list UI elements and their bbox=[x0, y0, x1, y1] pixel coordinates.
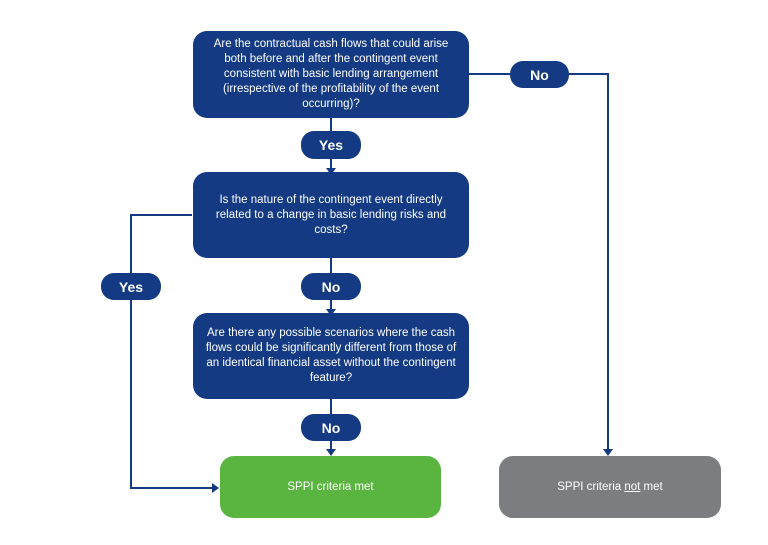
outcome-sppi-met: SPPI criteria met bbox=[220, 456, 441, 518]
outcome-sppi-not-met: SPPI criteria not met bbox=[499, 456, 721, 518]
not-met-emphasis: not bbox=[624, 480, 641, 493]
no-label-q1: No bbox=[510, 61, 569, 88]
yes-label-q2: Yes bbox=[101, 273, 161, 300]
yes-label-q1: Yes bbox=[301, 131, 361, 159]
not-met-suffix: met bbox=[640, 480, 663, 493]
not-met-prefix: SPPI criteria bbox=[557, 480, 625, 493]
no-label-q3: No bbox=[301, 414, 361, 441]
question-contractual-cash-flows: Are the contractual cash flows that coul… bbox=[193, 31, 469, 118]
no-label-q2: No bbox=[301, 273, 361, 300]
question-contingent-event-nature: Is the nature of the contingent event di… bbox=[193, 172, 469, 258]
question-possible-scenarios: Are there any possible scenarios where t… bbox=[193, 313, 469, 399]
